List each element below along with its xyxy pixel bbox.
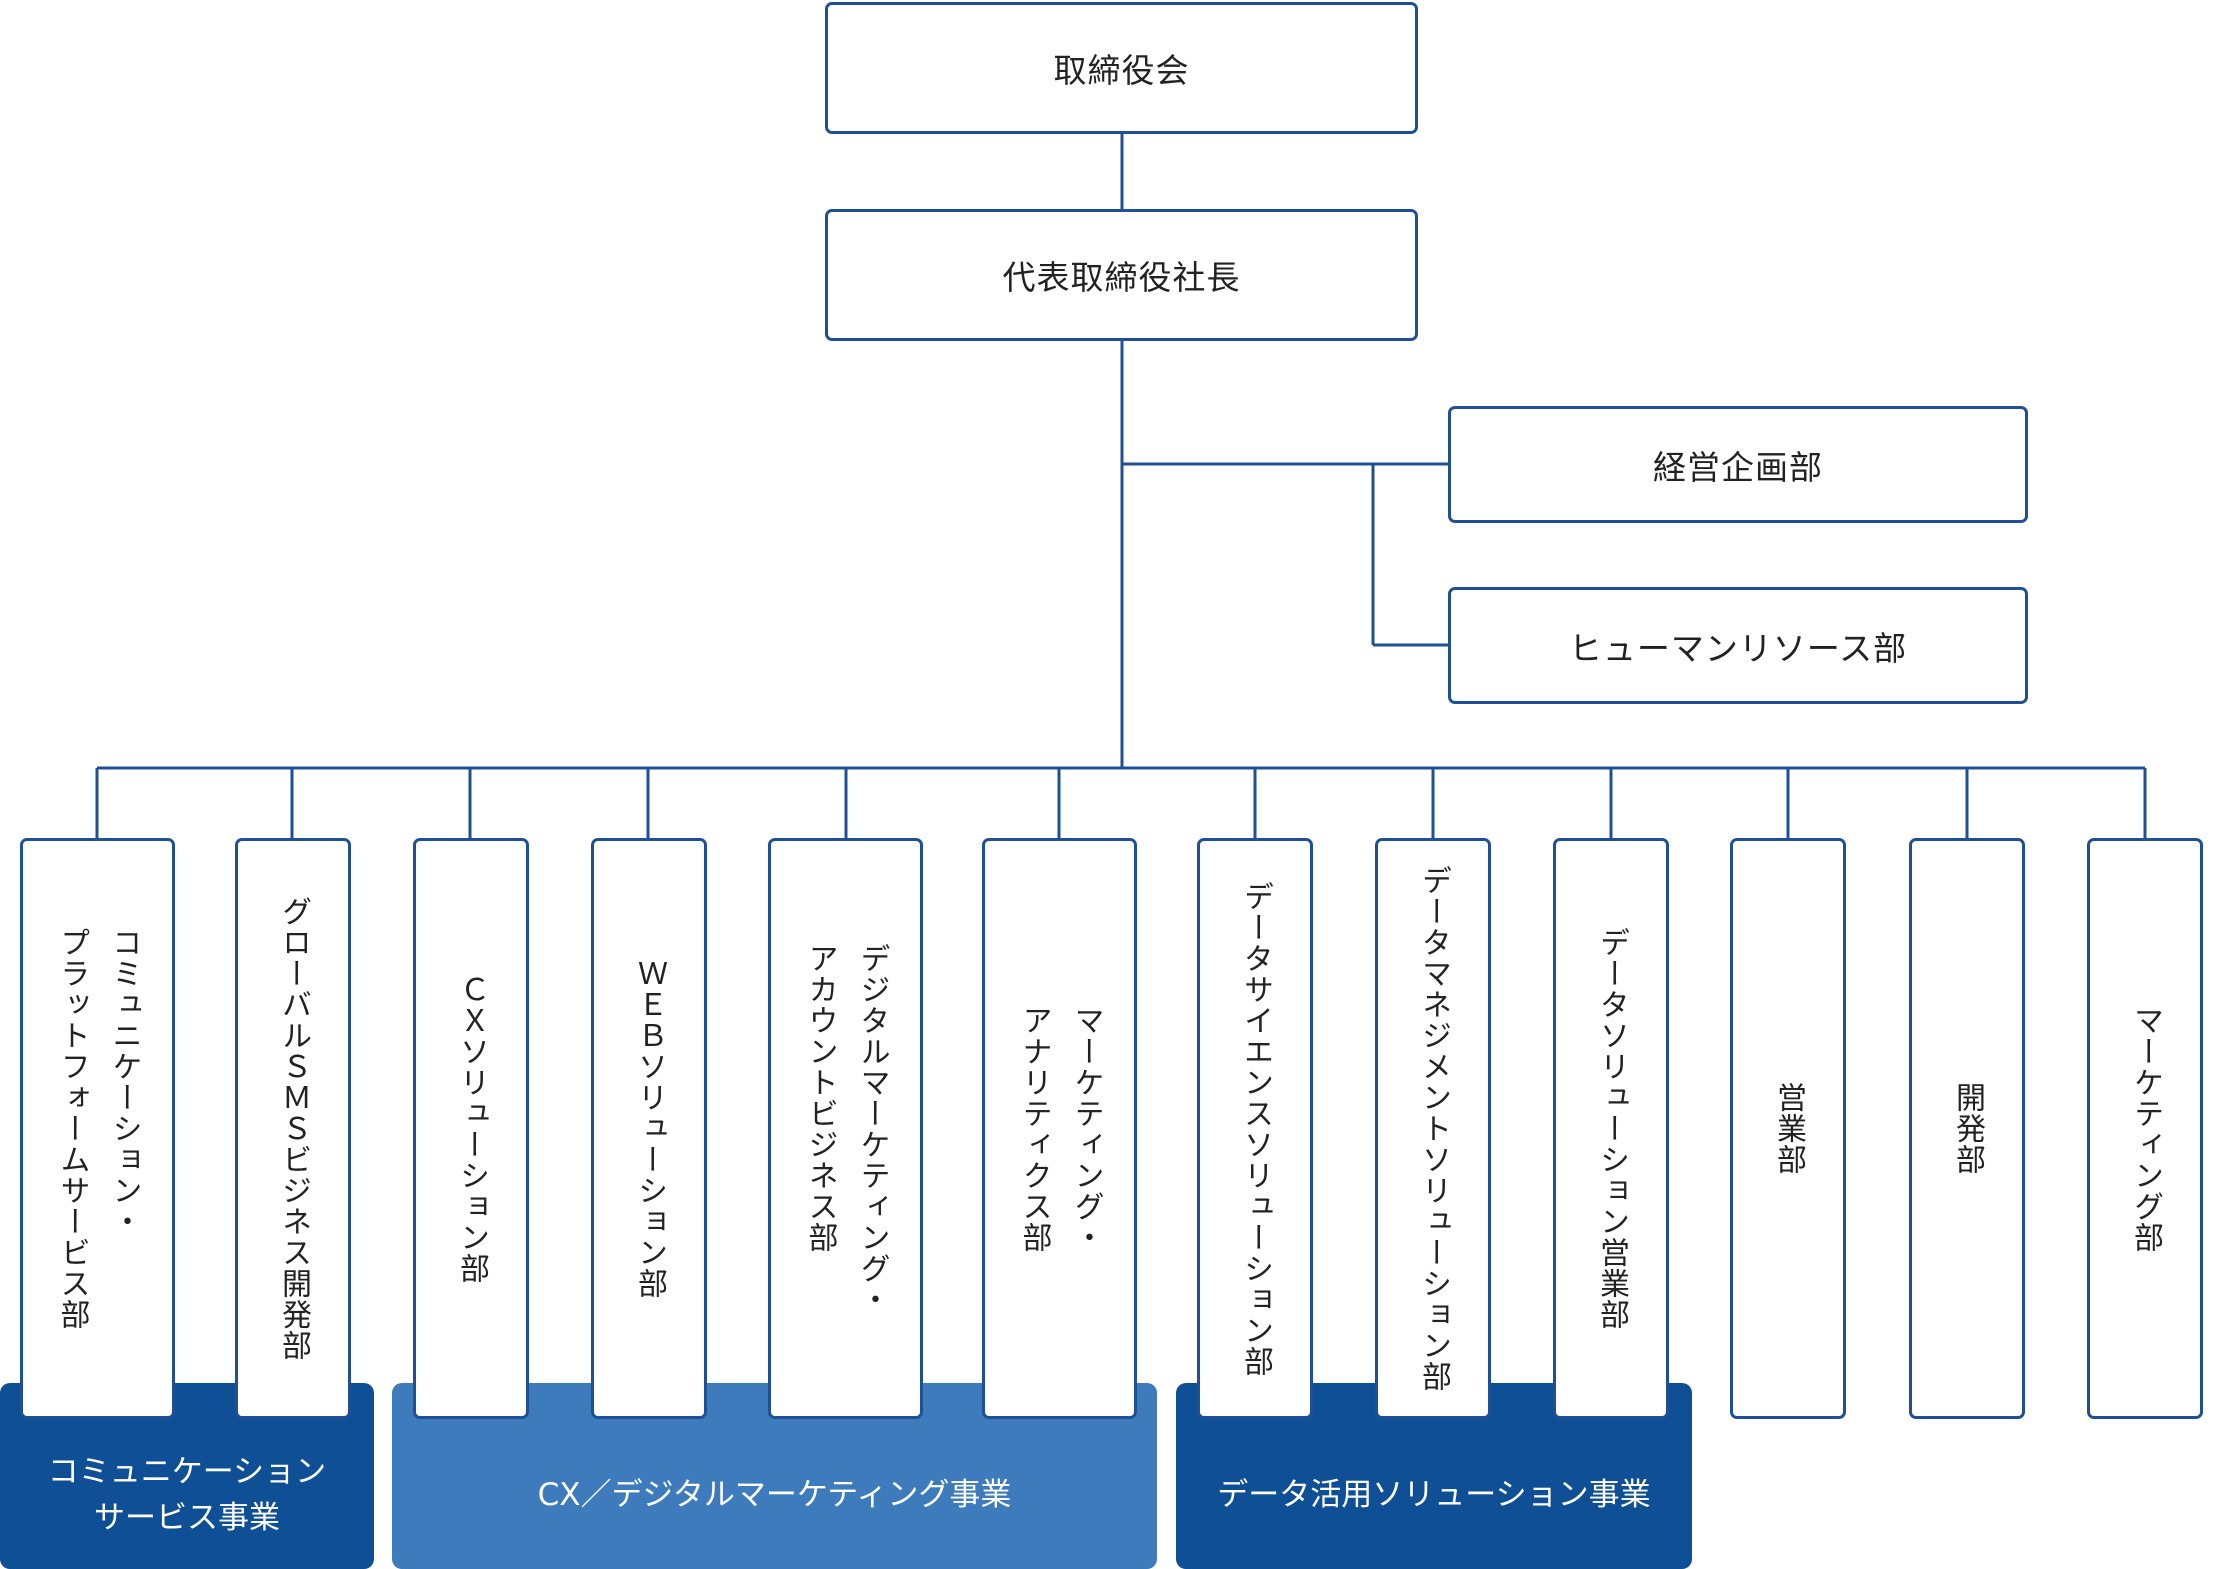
president-label: 代表取締役社長 [1002,258,1241,297]
dept-label: 営業部 [1771,1082,1806,1175]
dept-label: マーケティング・ アナリティクス部 [1016,1004,1104,1253]
dept-global-sms-business-development: グローバルＳＭＳビジネス開発部 [235,838,351,1419]
dept-data-solutions-sales: データソリューション営業部 [1553,838,1669,1419]
dept-label: ＷＥＢソリューション部 [632,958,667,1299]
human-resources-box: ヒューマンリソース部 [1448,587,2028,704]
dept-label: データソリューション営業部 [1594,927,1629,1330]
dept-web-solutions: ＷＥＢソリューション部 [591,838,707,1419]
dept-marketing-analytics: マーケティング・ アナリティクス部 [982,838,1137,1419]
dept-label: グローバルＳＭＳビジネス開発部 [276,896,311,1361]
dept-sales: 営業部 [1730,838,1846,1419]
dept-marketing: マーケティング部 [2087,838,2203,1419]
dept-label: コミュニケーション・ プラットフォームサービス部 [54,927,142,1330]
dept-digital-marketing-account-business: デジタルマーケティング・ アカウントビジネス部 [768,838,923,1419]
dept-data-science-solutions: データサイエンスソリューション部 [1197,838,1313,1419]
business-unit-label: コミュニケーション サービス事業 [47,1454,327,1536]
dept-development: 開発部 [1909,838,2025,1419]
dept-label: データサイエンスソリューション部 [1238,880,1273,1377]
dept-label: 開発部 [1950,1082,1985,1175]
dept-data-management-solutions: データマネジメントソリューション部 [1375,838,1491,1419]
dept-label: デジタルマーケティング・ アカウントビジネス部 [802,942,890,1315]
board-of-directors-box: 取締役会 [825,2,1418,134]
dept-label: マーケティング部 [2128,1004,2163,1253]
dept-label: ＣＸソリューション部 [454,973,489,1284]
business-unit-label: CX／デジタルマーケティング事業 [537,1477,1012,1513]
president-box: 代表取締役社長 [825,209,1418,341]
dept-cx-solutions: ＣＸソリューション部 [413,838,529,1419]
business-unit-label: データ活用ソリューション事業 [1217,1477,1651,1513]
corporate-planning-label: 経営企画部 [1653,447,1823,487]
human-resources-label: ヒューマンリソース部 [1568,628,1908,668]
dept-label: データマネジメントソリューション部 [1416,865,1451,1392]
dept-communication-platform-services: コミュニケーション・ プラットフォームサービス部 [20,838,175,1419]
board-of-directors-label: 取締役会 [1053,51,1190,90]
corporate-planning-box: 経営企画部 [1448,406,2028,523]
